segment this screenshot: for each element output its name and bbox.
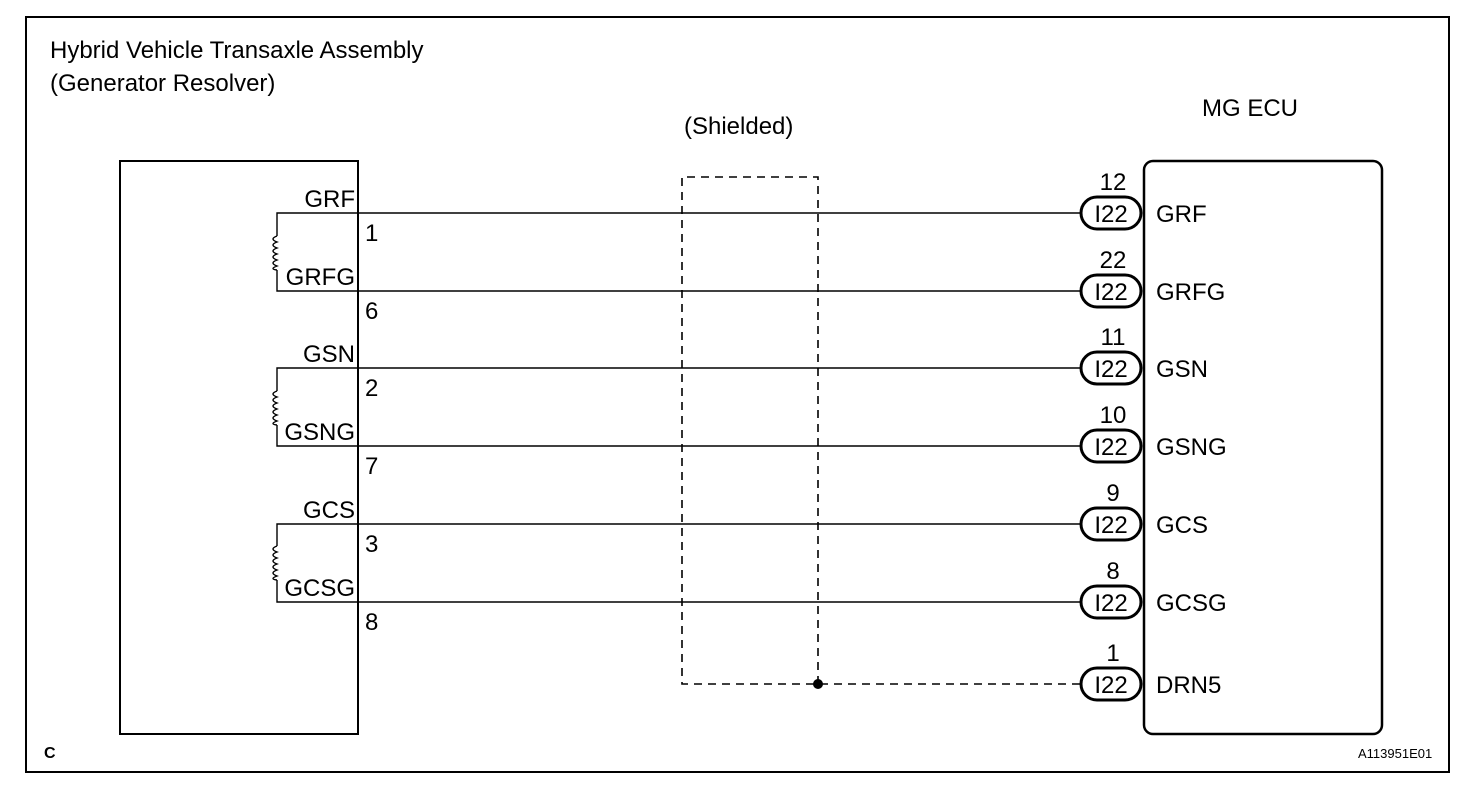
ecu-pin-number: 12 bbox=[1100, 169, 1127, 196]
ecu-signal-label: GRFG bbox=[1156, 279, 1225, 306]
component-subtitle: (Generator Resolver) bbox=[50, 70, 275, 97]
left-signal-label: GRF bbox=[304, 186, 355, 213]
shield-outline bbox=[681, 176, 1080, 685]
left-signal-label: GCS bbox=[303, 497, 355, 524]
connector-pill bbox=[1079, 584, 1143, 620]
left-pin-number: 1 bbox=[365, 220, 378, 247]
shield-junction-dot bbox=[813, 679, 823, 689]
left-signal-label: GCSG bbox=[284, 575, 355, 602]
ecu-signal-label: GCS bbox=[1156, 512, 1208, 539]
coil-2 bbox=[272, 367, 358, 447]
wires bbox=[358, 212, 1080, 603]
corner-mark: C bbox=[44, 745, 56, 762]
left-signal-label: GSN bbox=[303, 341, 355, 368]
coil-1 bbox=[272, 212, 358, 292]
connector-pill bbox=[1079, 666, 1143, 702]
shield-label: (Shielded) bbox=[684, 113, 793, 140]
left-pin-number: 6 bbox=[365, 298, 378, 325]
ecu-signal-label: GSN bbox=[1156, 356, 1208, 383]
connector-code: I22 bbox=[1094, 279, 1127, 306]
ecu-pin-number: 9 bbox=[1106, 480, 1119, 507]
connector-code: I22 bbox=[1094, 512, 1127, 539]
left-signal-label: GRFG bbox=[286, 264, 355, 291]
connector-pill bbox=[1079, 428, 1143, 464]
ecu-signal-label: GCSG bbox=[1156, 590, 1227, 617]
connector-pill bbox=[1079, 350, 1143, 386]
left-pin-number: 8 bbox=[365, 609, 378, 636]
connector-code: I22 bbox=[1094, 672, 1127, 699]
component-title: Hybrid Vehicle Transaxle Assembly bbox=[50, 37, 424, 64]
figure-id: A113951E01 bbox=[1358, 746, 1432, 761]
ecu-pin-number: 1 bbox=[1106, 640, 1119, 667]
coil-3 bbox=[272, 523, 358, 603]
mg-ecu-box bbox=[1142, 159, 1384, 736]
ecu-pin-number: 11 bbox=[1101, 324, 1126, 351]
diagram-frame bbox=[25, 16, 1450, 773]
ecu-signal-label: GSNG bbox=[1156, 434, 1227, 461]
left-signal-label: GSNG bbox=[284, 419, 355, 446]
connector-code: I22 bbox=[1094, 590, 1127, 617]
connector-code: I22 bbox=[1094, 434, 1127, 461]
ecu-pin-number: 22 bbox=[1100, 247, 1127, 274]
transaxle-box bbox=[119, 160, 359, 735]
ecu-signal-label: GRF bbox=[1156, 201, 1207, 228]
connector-pill bbox=[1079, 195, 1143, 231]
ecu-signal-label: DRN5 bbox=[1156, 672, 1221, 699]
connector-pill bbox=[1079, 506, 1143, 542]
resolver-coils bbox=[272, 212, 358, 603]
connector-pill bbox=[1079, 273, 1143, 309]
ecu-pin-number: 10 bbox=[1100, 402, 1127, 429]
left-pin-number: 2 bbox=[365, 375, 378, 402]
left-pin-number: 7 bbox=[365, 453, 378, 480]
connector-code: I22 bbox=[1094, 201, 1127, 228]
connector-code: I22 bbox=[1094, 356, 1127, 383]
ecu-pin-number: 8 bbox=[1106, 558, 1119, 585]
left-pin-number: 3 bbox=[365, 531, 378, 558]
ecu-label: MG ECU bbox=[1202, 95, 1298, 122]
